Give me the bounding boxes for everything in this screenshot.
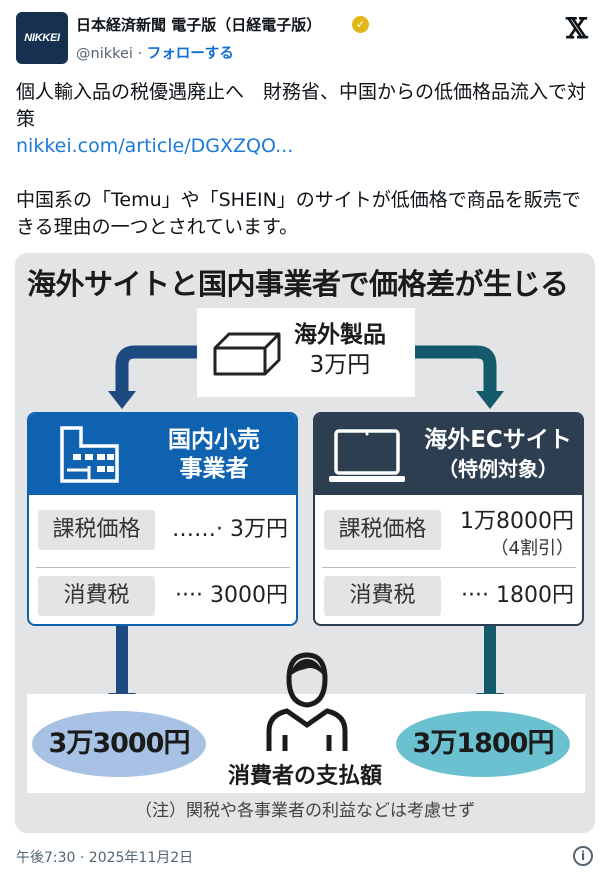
overseas-title-1: 海外ECサイト [424, 427, 572, 453]
arrow-left-top [115, 345, 197, 393]
avatar[interactable]: NIKKEI [16, 12, 68, 64]
avatar-logo-text: NIKKEI [24, 32, 60, 44]
domestic-title-1: 国内小売 [168, 427, 260, 453]
arrow-right-bottom [484, 626, 496, 696]
consumption-tax-label: 消費税 [38, 576, 155, 616]
consumer-payment-label: 消費者の支払額 [227, 764, 382, 789]
domestic-retailer-panel: 国内小売事業者 課税価格 ……· 3万円 消費税 ···· 3000円 [27, 412, 298, 626]
arrow-left-bottom [116, 626, 128, 696]
arrow-right-top [415, 345, 497, 393]
arrow-left-top-head [108, 391, 136, 409]
overseas-title-2: （特例対象） [438, 457, 558, 481]
consumer-person-icon [266, 652, 348, 751]
tweet-headline: 個人輸入品の税優遇廃止へ 財務省、中国からの低価格品流入で対策 [16, 81, 587, 130]
domestic-title-2: 事業者 [179, 456, 249, 482]
tax-base-value: 1万8000円 [460, 509, 574, 534]
x-logo-icon[interactable]: 𝕏 [566, 12, 588, 45]
consumption-tax-label: 消費税 [324, 576, 441, 616]
account-name[interactable]: 日本経済新聞 電子版（日経電子版） [76, 16, 322, 34]
consumption-tax-value: ···· 3000円 [175, 583, 288, 608]
laptop-icon [329, 429, 405, 482]
tax-base-value: ……· 3万円 [172, 517, 288, 542]
timestamp[interactable]: 午後7:30 · 2025年11月2日 [16, 850, 194, 866]
divider [36, 567, 290, 568]
discount-note: （4割引） [490, 538, 574, 559]
package-icon [213, 332, 281, 376]
store-building-icon [60, 426, 119, 483]
footnote: （注）関税や各事業者の利益などは考慮せず [135, 801, 475, 821]
handle-line: @nikkei · フォローする [76, 42, 234, 63]
divider [322, 567, 576, 568]
info-icon[interactable]: i [573, 846, 593, 866]
infographic-title: 海外サイトと国内事業者で価格差が生じる [27, 267, 569, 301]
product-box: 海外製品 3万円 [197, 308, 415, 397]
follow-button[interactable]: フォローする [146, 46, 234, 62]
overseas-ec-panel: 海外ECサイト （特例対象） 課税価格 1万8000円 （4割引） 消費税 ···· 1… [313, 412, 584, 626]
tweet-body: 中国系の「Temu」や「SHEIN」のサイトが低価格で商品を販売できる理由の一つ… [16, 189, 581, 238]
product-label: 海外製品 [294, 322, 386, 348]
account-handle[interactable]: @nikkei [76, 46, 133, 62]
tax-base-label: 課税価格 [38, 510, 155, 550]
product-price: 3万円 [309, 352, 371, 378]
domestic-total: 3万3000円 [32, 711, 206, 777]
verified-badge-icon: ✓ [352, 16, 369, 33]
separator: · [132, 46, 147, 62]
tax-base-label: 課税価格 [324, 510, 441, 550]
consumption-tax-value: ···· 1800円 [461, 583, 574, 608]
article-link[interactable]: nikkei.com/article/DGXZQO... [16, 135, 294, 157]
arrow-right-top-head [476, 391, 504, 409]
infographic-image[interactable]: 海外サイトと国内事業者で価格差が生じる 海外製品 3万円 国内小売事業者 課税価格… [15, 253, 595, 833]
overseas-total: 3万1800円 [396, 711, 570, 777]
flow-arrows [108, 345, 504, 709]
